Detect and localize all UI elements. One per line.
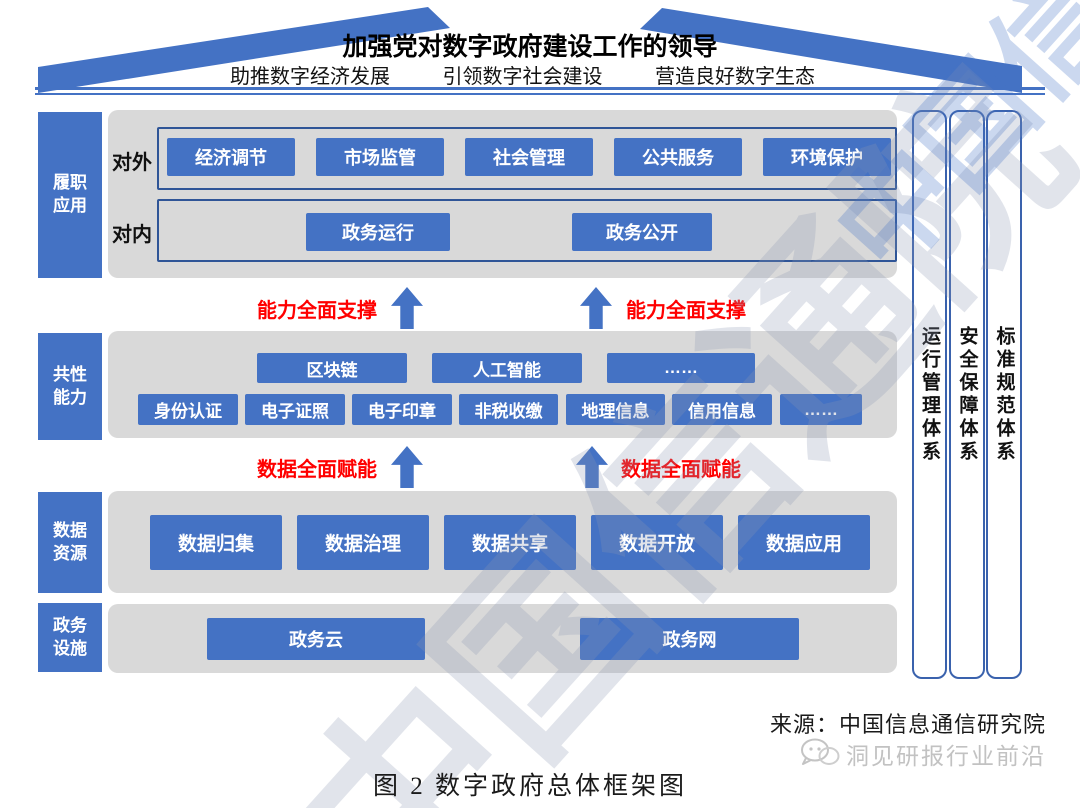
roof-left-band [38,7,450,93]
figure-caption: 图 2 数字政府总体框架图 [372,773,687,800]
framework-box-environment: 环境保护 [763,138,891,176]
framework-box-economic: 经济调节 [167,138,295,176]
roof-subtitle-2: 引领数字社会建设 [442,66,603,88]
pillar-standard-specification: 标准规范体系 [986,110,1022,679]
framework-box-gov-network: 政务网 [580,618,799,660]
framework-box-data-open: 数据开放 [591,515,723,570]
roof-subtitle-3: 营造良好数字生态 [655,66,815,88]
divider-line-top [35,87,1045,90]
support-label-right: 能力全面支撑 [626,300,746,322]
framework-box-more-row2: …… [780,394,862,425]
watermark-account-text: 洞见研报行业前沿 [846,743,1046,769]
divider-line-bottom [35,93,1045,95]
framework-box-identity: 身份认证 [138,394,238,425]
source-text: 来源：中国信息通信研究院 [769,712,1046,737]
framework-box-data-apply: 数据应用 [738,515,870,570]
framework-box-blockchain: 区块链 [257,353,407,383]
framework-box-geo: 地理信息 [566,394,665,425]
watermark-account: 洞见研报行业前沿 [800,737,1046,771]
roof-right-band [640,8,1022,93]
up-arrow-icon [391,287,423,329]
empower-label-right: 数据全面赋能 [621,459,741,481]
framework-box-more-row1: …… [607,353,755,383]
section-label-data-resource: 数据资源 [38,492,102,593]
empower-label-left: 数据全面赋能 [257,459,377,481]
framework-box-society: 社会管理 [465,138,593,176]
framework-box-gov-open: 政务公开 [572,213,712,251]
roof-title: 加强党对数字政府建设工作的领导 [342,33,718,61]
framework-box-eseal: 电子印章 [352,394,452,425]
section-label-capability: 共性能力 [38,333,102,440]
framework-box-credit: 信用信息 [672,394,772,425]
framework-box-data-share: 数据共享 [444,515,576,570]
external-row-frame [157,127,897,190]
up-arrow-icon [391,446,423,488]
framework-box-market: 市场监管 [316,138,444,176]
external-row-label: 对外 [112,152,152,174]
wechat-icon [801,738,840,765]
internal-row-frame [157,199,897,262]
framework-box-data-governance: 数据治理 [297,515,429,570]
framework-box-ai: 人工智能 [432,353,582,383]
roof-bands [38,7,1022,93]
framework-box-gov-operation: 政务运行 [306,213,450,251]
pillar-security-assurance: 安全保障体系 [949,110,985,679]
section-label-infrastructure: 政务设施 [38,603,102,672]
framework-box-data-collect: 数据归集 [150,515,282,570]
up-arrow-icon [580,287,612,329]
internal-row-label: 对内 [112,224,152,246]
framework-box-gov-cloud: 政务云 [207,618,425,660]
roof-subtitle-1: 助推数字经济发展 [230,66,390,88]
framework-box-public-service: 公共服务 [614,138,742,176]
section-label-performance: 履职应用 [38,112,102,278]
framework-box-elicense: 电子证照 [245,394,345,425]
pillar-operation-management: 运行管理体系 [912,110,947,679]
roof-subtitle-row: 助推数字经济发展 引领数字社会建设 营造良好数字生态 [230,60,815,89]
framework-box-nontax: 非税收缴 [459,394,558,425]
support-label-left: 能力全面支撑 [257,300,377,322]
up-arrow-icon [576,446,608,488]
